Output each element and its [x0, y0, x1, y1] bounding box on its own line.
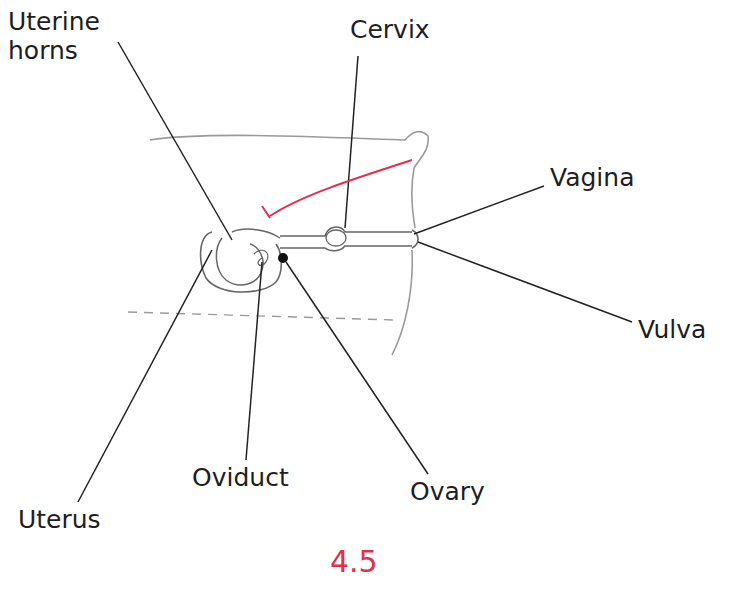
part-label: Uterine horns — [8, 8, 138, 66]
part-label: Ovary — [410, 478, 485, 507]
leader-line — [345, 56, 358, 228]
body-outline — [392, 250, 412, 355]
part-label: Vulva — [638, 316, 706, 345]
check-mark — [262, 160, 412, 218]
leader-line — [414, 186, 544, 234]
part-label: Cervix — [350, 16, 430, 45]
part-label: Uterus — [18, 506, 101, 535]
ovary-dot — [278, 253, 288, 263]
leader-line — [78, 250, 212, 502]
tract — [280, 246, 412, 251]
uterus — [201, 232, 282, 292]
leader-line — [246, 262, 262, 460]
grade-mark: 4.5 — [330, 545, 378, 580]
body-outline-dashed — [128, 312, 395, 320]
cervix — [326, 230, 346, 246]
leader-line — [118, 42, 232, 240]
body-outline — [150, 132, 428, 228]
uterine-horn — [232, 229, 280, 238]
leader-line — [286, 262, 428, 474]
leader-line — [418, 242, 632, 322]
part-label: Vagina — [550, 164, 634, 193]
uterine-horn — [216, 238, 263, 285]
tract — [280, 227, 412, 236]
part-label: Oviduct — [192, 464, 289, 493]
oviduct — [254, 250, 268, 265]
